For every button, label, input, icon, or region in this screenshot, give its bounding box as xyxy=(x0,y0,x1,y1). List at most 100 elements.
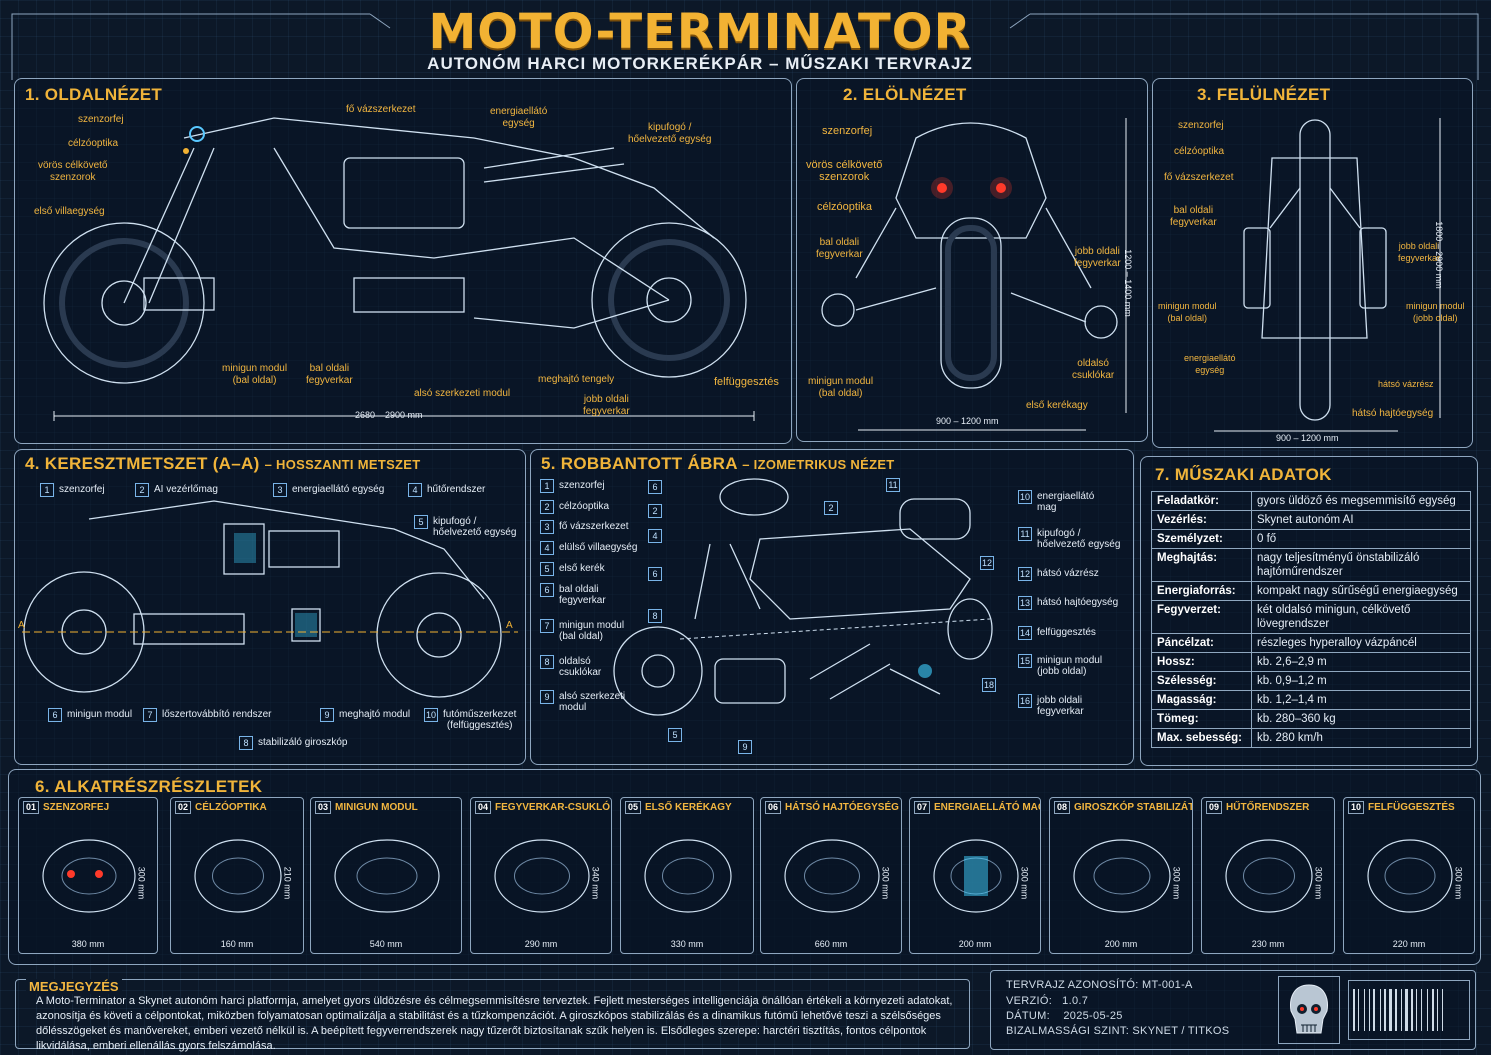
barcode-bar xyxy=(1421,989,1422,1031)
part-drawing xyxy=(1367,839,1453,913)
barcode-icon xyxy=(1353,989,1443,1031)
part-card-height: 300 mm xyxy=(880,866,891,900)
front-label-minigun: minigun modul (bal oldal) xyxy=(808,376,874,399)
part-card-number: 09 xyxy=(1206,801,1223,814)
meta-date: DÁTUM: 2025-05-25 xyxy=(1006,1010,1123,1022)
specs-value: kb. 280 km/h xyxy=(1251,728,1471,748)
exploded-callout-9: 18 xyxy=(982,678,996,692)
top-dimension-width: 900 – 1200 mm xyxy=(1276,433,1339,443)
side-label-exhaust: kipufogó / hőelvezető egység xyxy=(628,122,712,145)
part-card-title: MINIGUN MODUL xyxy=(335,802,418,813)
specs-row: Meghajtás:nagy teljesítményű önstabilizá… xyxy=(1151,548,1471,582)
specs-key: Magasság: xyxy=(1151,690,1252,710)
specs-key: Hossz: xyxy=(1151,652,1252,672)
specs-row: Szélesség:kb. 0,9–1,2 m xyxy=(1151,671,1471,691)
barcode-bar xyxy=(1380,989,1381,1031)
front-label-sensor-head: szenzorfej xyxy=(822,125,873,137)
part-card-number: 02 xyxy=(175,801,192,814)
top-label-aim-optics: célzóoptika xyxy=(1174,146,1225,157)
exploded-callout-2: 2 xyxy=(648,504,662,518)
part-drawing xyxy=(1225,839,1313,913)
top-label-main-frame: fő vázszerkezet xyxy=(1164,172,1234,183)
part-drawing xyxy=(42,839,136,913)
barcode-bar xyxy=(1427,989,1428,1031)
specs-value: kb. 1,2–1,4 m xyxy=(1251,690,1471,710)
front-label-red-sensors: vörös célkövető szenzorok xyxy=(806,159,883,183)
part-drawing xyxy=(933,839,1019,913)
front-label-left-arm: bal oldali fegyverkar xyxy=(816,237,863,260)
exploded-callout-11: 9 xyxy=(738,740,752,754)
specs-title: 7. MŰSZAKI ADATOK xyxy=(1155,465,1332,484)
cross-section-marker-right: A xyxy=(506,620,513,631)
part-card-width: 380 mm xyxy=(71,939,105,949)
part-card-number: 06 xyxy=(765,801,782,814)
part-drawing xyxy=(194,839,282,913)
side-label-main-frame: fő vázszerkezet xyxy=(346,104,416,115)
side-label-power-unit: energiaellátó egység xyxy=(490,106,548,129)
part-card-title: HÁTSÓ HAJTÓEGYSÉG xyxy=(785,802,899,813)
top-dimension-length: 1800 – 2900 mm xyxy=(1433,221,1444,289)
side-label-minigun: minigun modul (bal oldal) xyxy=(222,363,288,386)
specs-row: Max. sebesség:kb. 280 km/h xyxy=(1151,728,1471,748)
front-dimension-height: 1200 – 1400 mm xyxy=(1122,249,1133,317)
part-card-title: HŰTŐRENDSZER xyxy=(1226,802,1310,813)
side-view-title: 1. OLDALNÉZET xyxy=(25,85,163,104)
meta-version: VERZIÓ: 1.0.7 xyxy=(1006,995,1089,1007)
part-card-width: 290 mm xyxy=(524,939,558,949)
barcode-bar xyxy=(1432,989,1434,1031)
specs-key: Meghajtás: xyxy=(1151,548,1252,582)
parts-title: 6. ALKATRÉSZRÉSZLETEK xyxy=(35,777,263,796)
part-card-width: 660 mm xyxy=(814,939,848,949)
front-view-drawing xyxy=(821,118,1127,431)
side-label-suspension: felfüggesztés xyxy=(714,376,779,388)
specs-value: kompakt nagy sűrűségű energiaegység xyxy=(1251,581,1471,601)
top-label-right-arm: jobb oldali fegyverkar xyxy=(1398,241,1441,263)
specs-value: Skynet autonóm AI xyxy=(1251,510,1471,530)
top-view-drawing xyxy=(1214,118,1441,432)
side-label-aim-optics: célzóoptika xyxy=(68,138,119,149)
specs-value: kb. 280–360 kg xyxy=(1251,709,1471,729)
part-drawing xyxy=(644,839,732,913)
cross-section-drawing xyxy=(22,500,518,698)
front-label-side-arm: oldalsó csuklókar xyxy=(1072,358,1115,381)
top-label-rear-frame: hátsó vázrész xyxy=(1378,379,1434,389)
specs-key: Személyzet: xyxy=(1151,529,1252,549)
side-label-drive-shaft: meghajtó tengely xyxy=(538,374,615,385)
side-label-sensor-head: szenzorfej xyxy=(78,114,124,125)
exploded-callout-7: 11 xyxy=(886,478,900,492)
note-box: MEGJEGYZÉS A Moto-Terminator a Skynet au… xyxy=(15,979,970,1052)
part-card-height: 340 mm xyxy=(590,866,601,900)
front-label-right-arm: jobb oldali fegyverkar xyxy=(1074,246,1121,269)
front-label-front-hub: első kerékagy xyxy=(1026,400,1088,411)
header-frame xyxy=(11,13,1479,80)
specs-key: Energiaforrás: xyxy=(1151,581,1252,601)
part-card-width: 200 mm xyxy=(958,939,992,949)
exploded-callout-10: 5 xyxy=(668,728,682,742)
front-view-panel: 2. ELÖLNÉZET xyxy=(796,78,1148,442)
specs-row: Páncélzat:részleges hyperalloy vázpáncél xyxy=(1151,633,1471,653)
barcode-bar xyxy=(1395,989,1397,1031)
part-card-number: 08 xyxy=(1054,801,1071,814)
barcode-bar xyxy=(1401,989,1402,1031)
page-subtitle: AUTONÓM HARCI MOTORKERÉKPÁR – MŰSZAKI TE… xyxy=(427,54,973,73)
part-drawing xyxy=(494,839,590,913)
